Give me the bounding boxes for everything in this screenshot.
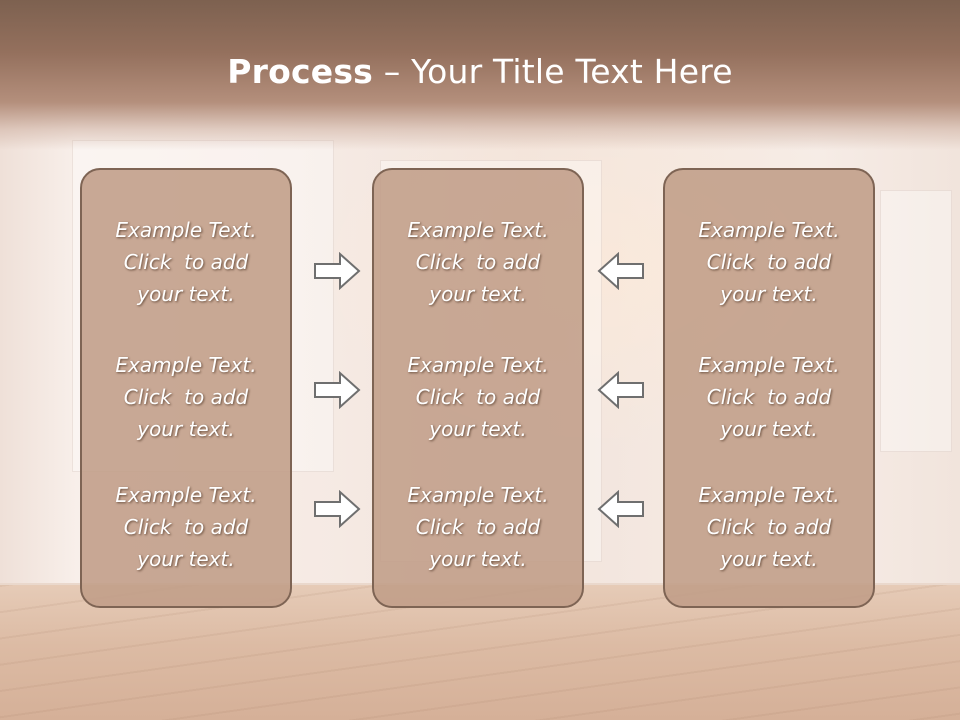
text-line: Click to add bbox=[123, 250, 249, 274]
text-item[interactable]: Example Text. Click to add your text. bbox=[665, 349, 873, 445]
text-line: Example Text. bbox=[407, 218, 549, 242]
text-item[interactable]: Example Text. Click to add your text. bbox=[374, 479, 582, 575]
center-text-box[interactable]: Example Text. Click to add your text. Ex… bbox=[372, 168, 584, 608]
text-line: your text. bbox=[720, 417, 818, 441]
text-item[interactable]: Example Text. Click to add your text. bbox=[374, 214, 582, 310]
text-line: Example Text. bbox=[698, 483, 840, 507]
text-line: Click to add bbox=[123, 515, 249, 539]
text-item[interactable]: Example Text. Click to add your text. bbox=[82, 349, 290, 445]
text-line: your text. bbox=[137, 282, 235, 306]
text-line: Example Text. bbox=[698, 353, 840, 377]
slide-title[interactable]: Process – Your Title Text Here bbox=[0, 52, 960, 91]
arrow-left-icon bbox=[597, 252, 645, 290]
text-line: Example Text. bbox=[115, 483, 257, 507]
text-line: Example Text. bbox=[698, 218, 840, 242]
text-line: Click to add bbox=[415, 250, 541, 274]
text-item[interactable]: Example Text. Click to add your text. bbox=[665, 479, 873, 575]
arrow-left-icon bbox=[597, 371, 645, 409]
text-line: your text. bbox=[429, 417, 527, 441]
arrow-right-icon bbox=[313, 490, 361, 528]
arrow-left-icon bbox=[597, 490, 645, 528]
arrow-right-icon bbox=[313, 252, 361, 290]
text-line: your text. bbox=[429, 547, 527, 571]
title-rest: – Your Title Text Here bbox=[373, 52, 733, 91]
text-line: Click to add bbox=[706, 385, 832, 409]
right-text-box[interactable]: Example Text. Click to add your text. Ex… bbox=[663, 168, 875, 608]
text-item[interactable]: Example Text. Click to add your text. bbox=[374, 349, 582, 445]
text-item[interactable]: Example Text. Click to add your text. bbox=[82, 479, 290, 575]
text-line: Click to add bbox=[415, 385, 541, 409]
text-line: Example Text. bbox=[115, 218, 257, 242]
text-line: your text. bbox=[720, 282, 818, 306]
text-item[interactable]: Example Text. Click to add your text. bbox=[82, 214, 290, 310]
text-line: your text. bbox=[137, 417, 235, 441]
text-line: Example Text. bbox=[407, 483, 549, 507]
text-line: Click to add bbox=[415, 515, 541, 539]
text-item[interactable]: Example Text. Click to add your text. bbox=[665, 214, 873, 310]
text-line: Example Text. bbox=[115, 353, 257, 377]
title-bold: Process bbox=[227, 52, 374, 91]
text-line: your text. bbox=[720, 547, 818, 571]
wall-panel bbox=[880, 190, 952, 452]
text-line: your text. bbox=[137, 547, 235, 571]
title-band bbox=[0, 0, 960, 150]
text-line: Click to add bbox=[706, 515, 832, 539]
text-line: Click to add bbox=[706, 250, 832, 274]
left-text-box[interactable]: Example Text. Click to add your text. Ex… bbox=[80, 168, 292, 608]
arrow-right-icon bbox=[313, 371, 361, 409]
text-line: Click to add bbox=[123, 385, 249, 409]
text-line: your text. bbox=[429, 282, 527, 306]
text-line: Example Text. bbox=[407, 353, 549, 377]
